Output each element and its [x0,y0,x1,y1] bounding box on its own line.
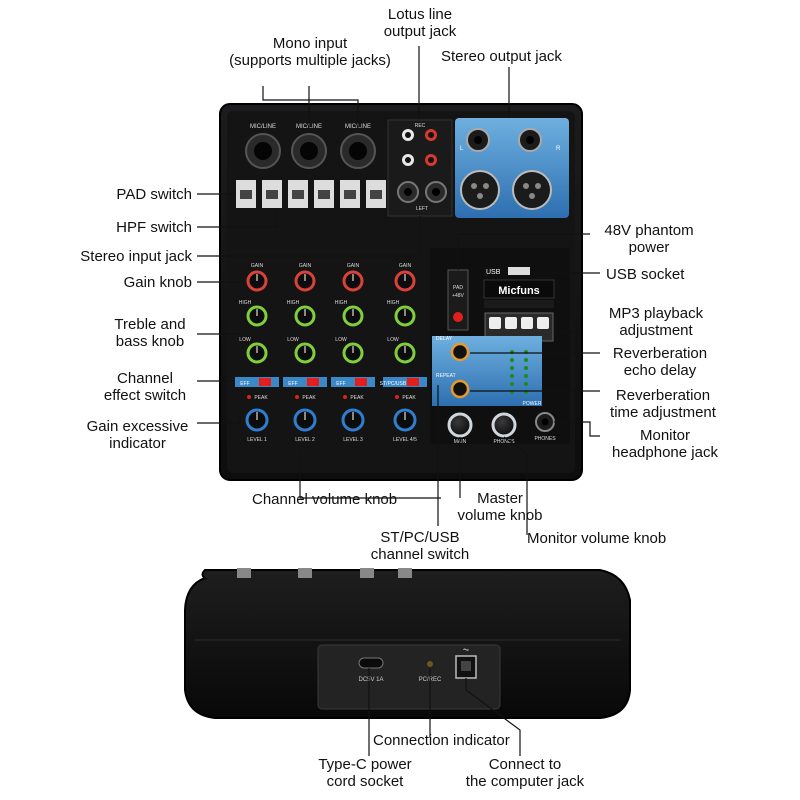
out-l-label: L [460,146,464,152]
high-label-2: HIGH [287,300,300,306]
effect-label-3: EFF [336,381,345,387]
power-label: POWER [523,401,542,407]
stereo-output-block: L R [455,118,569,218]
usb-label: USB [486,269,501,276]
rca-jacks: REC LEFT [387,119,453,217]
effect-switch-3[interactable] [331,377,375,387]
pad-hpf-switches [236,180,386,208]
phantom-48v-label: +48V [452,293,464,299]
effect-switch-knob-4 [407,378,419,386]
gain-label-2: GAIN [299,263,312,269]
level-label-2: LEVEL 2 [295,437,315,443]
left-label: LEFT [416,206,428,212]
peak-label-4: PEAK [402,395,416,401]
brand-label: Micfuns [498,285,540,297]
effect-switch-1[interactable] [235,377,279,387]
label-channel-volume: Channel volume knob [252,491,398,508]
label-hpf-switch: HPF switch [116,219,192,236]
label-gain-knob: Gain knob [123,274,192,291]
dc-label: DC5V 1A [358,677,383,683]
peak-led-2 [295,395,299,399]
effect-switch-knob-2 [307,378,319,386]
phones-jack-label: PHONES [534,436,556,442]
high-label-3: HIGH [335,300,348,306]
phones-label: PHONES [493,439,515,445]
label-mono-input: Mono input(supports multiple jacks) [229,35,391,69]
usb-symbol: ⏦ [463,645,470,654]
low-label-4: LOW [387,337,399,343]
gain-label-4: GAIN [399,263,412,269]
repeat-label: REPEAT [436,373,456,379]
peak-led-4 [395,395,399,399]
level-label-3: LEVEL 3 [343,437,363,443]
peak-led-1 [247,395,251,399]
level-label-1: LEVEL 1 [247,437,267,443]
peak-label-3: PEAK [350,395,364,401]
low-label-2: LOW [287,337,299,343]
gain-label-3: GAIN [347,263,360,269]
mixer-top-view: MIC/LINE MIC/LINE MIC/LINE [219,103,583,481]
label-pad-switch: PAD switch [116,186,192,203]
label-stereo-output: Stereo output jack [441,48,562,65]
label-stereo-input: Stereo input jack [80,248,192,265]
peak-label-2: PEAK [302,395,316,401]
low-label-3: LOW [335,337,347,343]
mono-input-jacks: MIC/LINE MIC/LINE MIC/LINE [245,124,376,169]
high-label-4: HIGH [387,300,400,306]
effect-label-1: EFF [240,381,249,387]
right-control-section: PAD +48V USB Micfuns DELAY REPEAT [430,248,570,445]
callout-lines [197,46,600,756]
effect-label-2: EFF [288,381,297,387]
out-r-label: R [556,146,561,152]
gain-label-1: GAIN [251,263,264,269]
effect-switch-2[interactable] [283,377,327,387]
mic-line-label-1: MIC/LINE [250,124,276,130]
delay-label: DELAY [436,336,453,342]
channel-strips: GAIN HIGH LOW EFF PEAK LEVEL 1 GAIN HIGH LOW EFF P… [235,263,427,443]
low-label-1: LOW [239,337,251,343]
label-connection-indicator: Connection indicator [373,732,510,749]
effect-switch-knob-1 [259,378,271,386]
peak-led-3 [343,395,347,399]
effect-switch-4[interactable] [383,377,427,387]
peak-label-1: PEAK [254,395,268,401]
rec-label: REC [415,123,426,129]
phantom-pad-label: PAD [453,285,463,291]
label-monitor-volume: Monitor volume knob [527,530,667,547]
effect-switch-knob-3 [355,378,367,386]
high-label-1: HIGH [239,300,252,306]
label-usb-socket: USB socket [606,266,685,283]
level-label-4: LEVEL 4/5 [393,437,417,443]
mixer-back-view: DC5V 1A PC/REC ⏦ [184,568,631,719]
effect-label-4: ST/PC/USB [380,381,407,387]
